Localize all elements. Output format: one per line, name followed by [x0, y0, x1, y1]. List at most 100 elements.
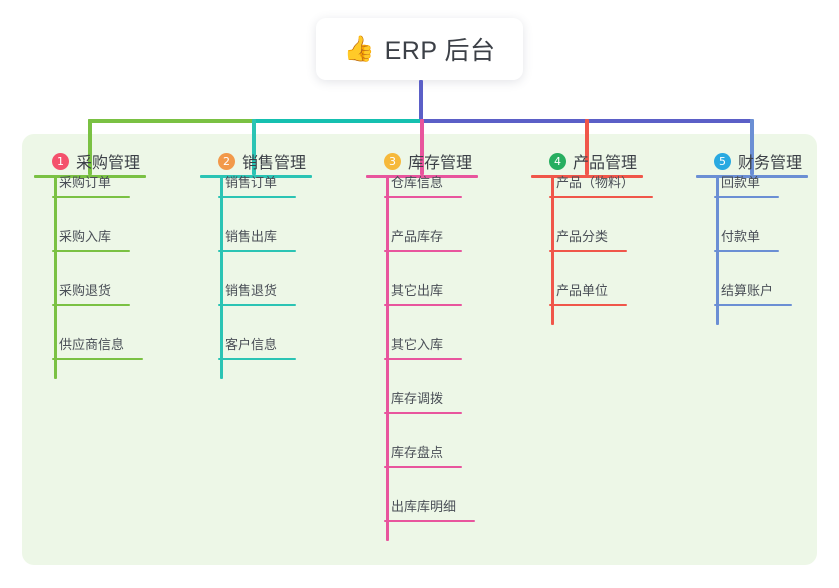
leaf-node-label: 产品单位 — [556, 283, 609, 298]
leaf-node[interactable]: 采购退货 — [52, 280, 130, 306]
thumbs-up-icon: 👍 — [343, 34, 375, 63]
branch-drop-line-4 — [585, 119, 589, 175]
branch-header-2[interactable]: 2 销售管理 — [200, 144, 312, 178]
leaf-node-label: 客户信息 — [225, 337, 278, 352]
branch-column-2: 2 销售管理 销售订单 销售出库 销售退货 客户信息 — [200, 144, 312, 379]
leaf-node-label: 采购订单 — [59, 175, 112, 190]
branch-drop-line-5 — [750, 119, 754, 175]
leaf-node-label: 销售退货 — [225, 283, 278, 298]
branch-header-1[interactable]: 1 采购管理 — [34, 144, 146, 178]
leaf-node-label: 采购入库 — [59, 229, 112, 244]
branch-title-rule — [200, 175, 312, 178]
leaf-node-rule — [714, 250, 779, 252]
leaf-node[interactable]: 出库库明细 — [384, 496, 475, 522]
leaf-node[interactable]: 其它入库 — [384, 334, 462, 360]
leaf-node[interactable]: 采购入库 — [52, 226, 130, 252]
leaf-node-rule — [384, 304, 462, 306]
leaf-node-label: 结算账户 — [721, 283, 774, 298]
leaf-node[interactable]: 付款单 — [714, 226, 779, 252]
leaf-node-label: 销售订单 — [225, 175, 278, 190]
leaf-node[interactable]: 库存调拨 — [384, 388, 462, 414]
trunk-segment-1 — [88, 119, 254, 123]
leaf-node-label: 供应商信息 — [59, 337, 125, 352]
leaf-node[interactable]: 结算账户 — [714, 280, 792, 306]
branch-index-badge: 5 — [714, 152, 731, 170]
leaf-node-label: 库存调拨 — [391, 391, 444, 406]
leaf-node[interactable]: 仓库信息 — [384, 172, 462, 198]
branch-title: 采购管理 — [76, 155, 141, 172]
leaf-node[interactable]: 产品（物料） — [549, 172, 653, 198]
branch-header-5[interactable]: 5 财务管理 — [696, 144, 808, 178]
leaf-node-label: 付款单 — [721, 229, 761, 244]
leaf-node[interactable]: 销售退货 — [218, 280, 296, 306]
leaf-node-rule — [52, 196, 130, 198]
root-node[interactable]: 👍 ERP 后台 — [316, 18, 523, 80]
leaf-node-label: 其它出库 — [391, 283, 444, 298]
branch-drop-line-1 — [88, 119, 92, 175]
leaf-node-rule — [218, 304, 296, 306]
branch-index-badge: 2 — [218, 152, 235, 170]
leaf-node[interactable]: 回款单 — [714, 172, 779, 198]
leaf-node-label: 库存盘点 — [391, 445, 444, 460]
leaf-node-rule — [384, 412, 462, 414]
trunk-segment-2 — [252, 119, 422, 123]
leaf-node[interactable]: 产品分类 — [549, 226, 627, 252]
branch-title: 产品管理 — [573, 155, 638, 172]
leaf-node-rule — [549, 250, 627, 252]
branch-title-rule — [531, 175, 643, 178]
leaf-node-label: 产品（物料） — [556, 175, 635, 190]
leaf-node-label: 回款单 — [721, 175, 761, 190]
leaf-node-rule — [52, 304, 130, 306]
leaf-node-rule — [52, 250, 130, 252]
leaf-node-rule — [549, 304, 627, 306]
leaf-node-label: 产品库存 — [391, 229, 444, 244]
branch-drop-line-2 — [252, 119, 256, 175]
leaf-node-rule — [384, 520, 475, 522]
branch-spine-line — [220, 175, 223, 379]
leaf-node-label: 销售出库 — [225, 229, 278, 244]
leaf-node-rule — [218, 250, 296, 252]
leaf-node[interactable]: 销售出库 — [218, 226, 296, 252]
branch-index-badge: 4 — [549, 152, 566, 170]
leaf-node-rule — [549, 196, 653, 198]
leaf-node[interactable]: 销售订单 — [218, 172, 296, 198]
branch-title-rule — [34, 175, 146, 178]
branch-title-rule — [366, 175, 478, 178]
leaf-node-rule — [218, 358, 296, 360]
leaf-node[interactable]: 采购订单 — [52, 172, 130, 198]
leaf-node-rule — [384, 250, 462, 252]
leaf-node[interactable]: 其它出库 — [384, 280, 462, 306]
branch-drop-line-3 — [420, 119, 424, 175]
leaf-node-label: 其它入库 — [391, 337, 444, 352]
branch-title: 库存管理 — [408, 155, 473, 172]
branch-column-1: 1 采购管理 采购订单 采购入库 采购退货 供应商信息 — [34, 144, 146, 379]
leaf-node-rule — [384, 358, 462, 360]
leaf-node[interactable]: 产品单位 — [549, 280, 627, 306]
diagram-background-panel — [22, 134, 817, 565]
root-node-title: ERP 后台 — [384, 37, 496, 65]
leaf-node-label: 出库库明细 — [391, 499, 457, 514]
leaf-node-label: 采购退货 — [59, 283, 112, 298]
leaf-node-rule — [714, 304, 792, 306]
leaf-node[interactable]: 供应商信息 — [52, 334, 143, 360]
branch-spine-line — [54, 175, 57, 379]
branch-index-badge: 1 — [52, 152, 69, 170]
leaf-node-rule — [52, 358, 143, 360]
branch-title-rule — [696, 175, 808, 178]
leaf-node-label: 产品分类 — [556, 229, 609, 244]
leaf-node-rule — [384, 196, 462, 198]
leaf-node[interactable]: 库存盘点 — [384, 442, 462, 468]
branch-header-4[interactable]: 4 产品管理 — [531, 144, 643, 178]
leaf-node[interactable]: 客户信息 — [218, 334, 296, 360]
leaf-node-rule — [714, 196, 779, 198]
branch-title: 销售管理 — [242, 155, 307, 172]
branch-index-badge: 3 — [384, 152, 401, 170]
branch-column-5: 5 财务管理 回款单 付款单 结算账户 — [696, 144, 808, 325]
leaf-node[interactable]: 产品库存 — [384, 226, 462, 252]
branch-header-3[interactable]: 3 库存管理 — [366, 144, 478, 178]
branch-column-4: 4 产品管理 产品（物料） 产品分类 产品单位 — [531, 144, 653, 325]
leaf-node-label: 仓库信息 — [391, 175, 444, 190]
root-stem-line — [419, 80, 423, 123]
leaf-node-rule — [384, 466, 462, 468]
